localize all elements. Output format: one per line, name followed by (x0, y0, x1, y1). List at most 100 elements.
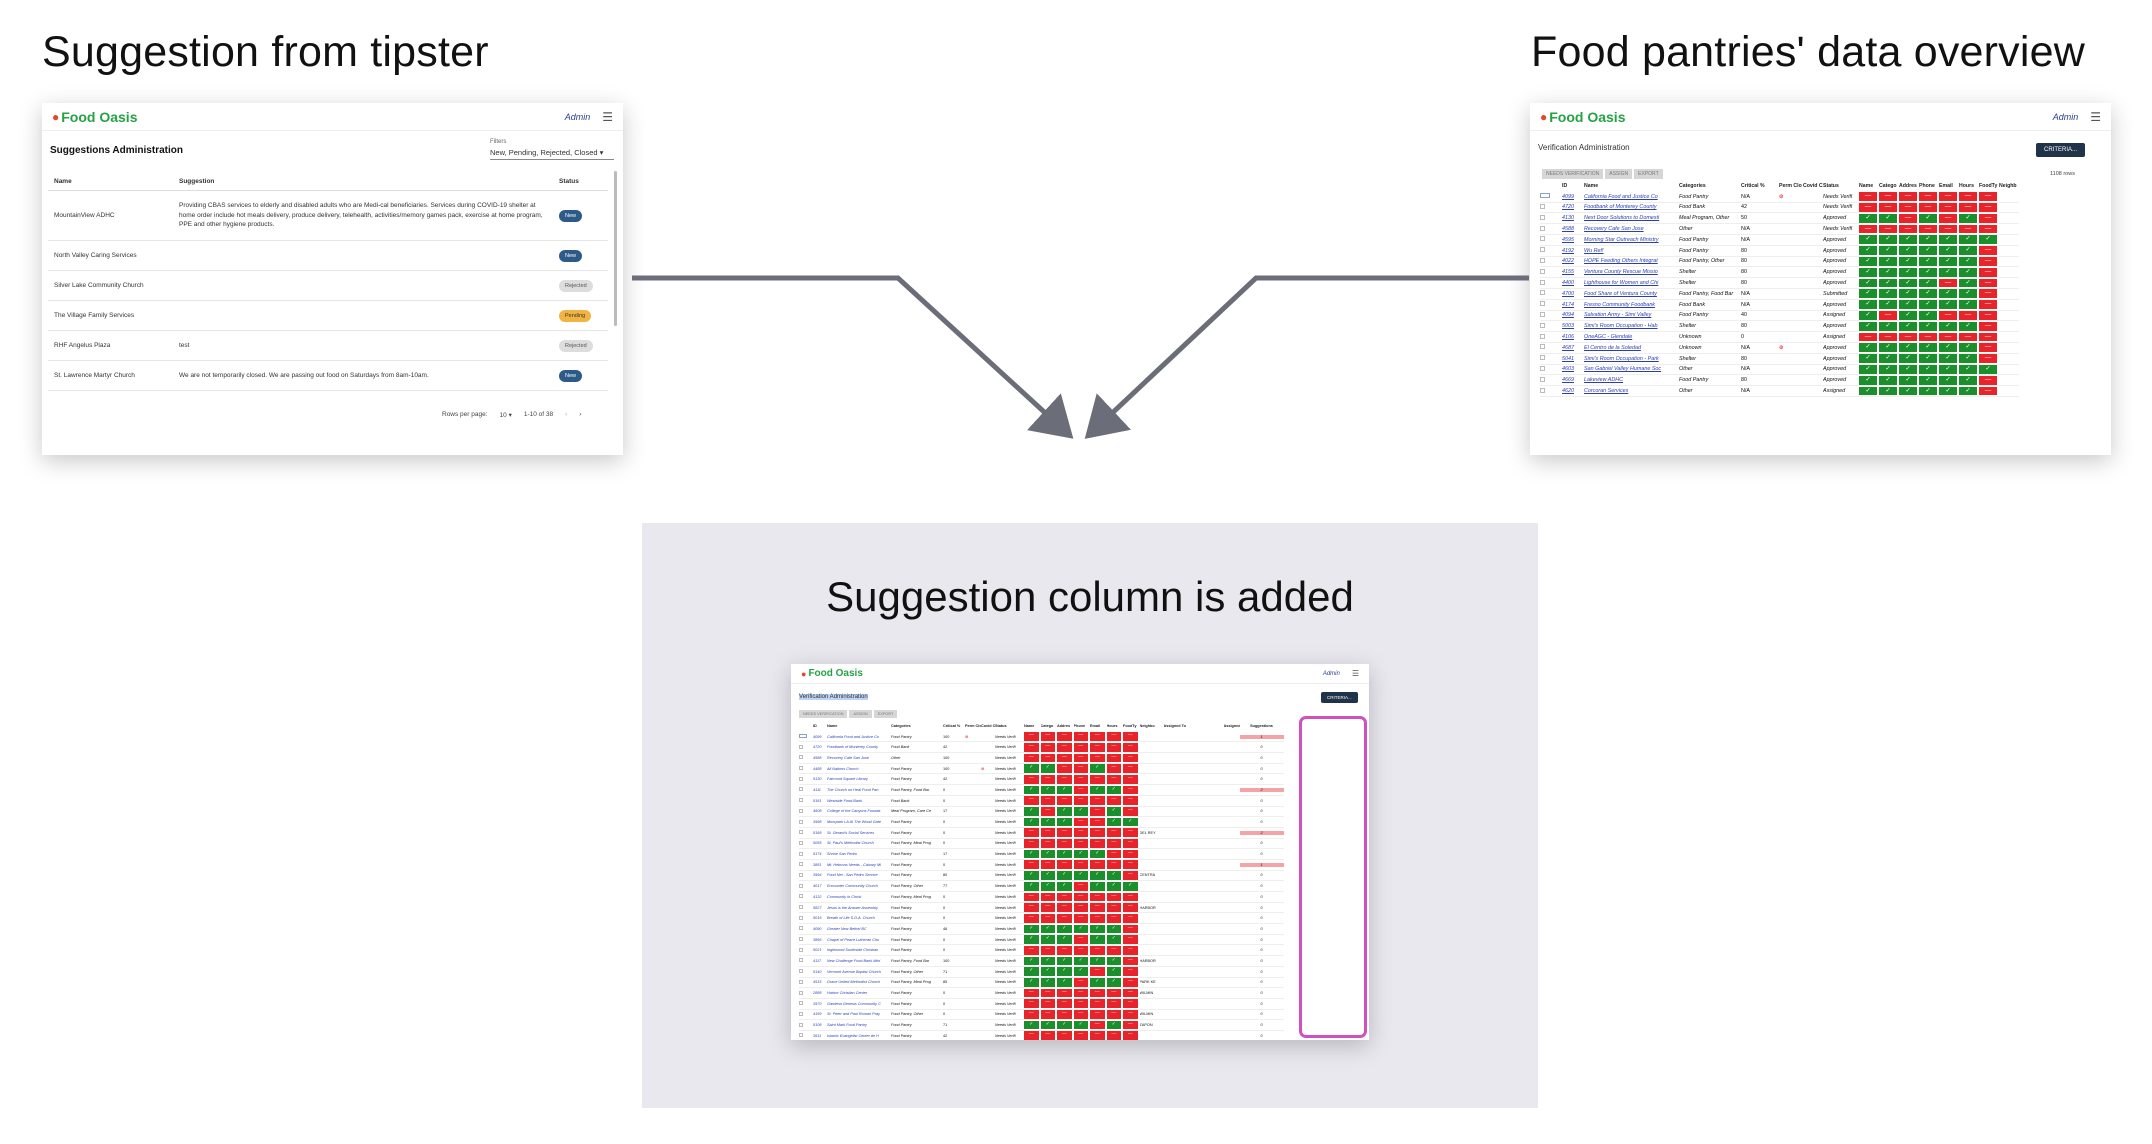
row-name[interactable]: The Church on Heal Food Pan (827, 787, 879, 792)
row-name[interactable]: Wu Ref! (1584, 247, 1604, 254)
row-checkbox[interactable] (799, 798, 803, 803)
filters-select[interactable]: New, Pending, Rejected, Closed ▾ (490, 148, 614, 160)
row-name[interactable]: Chapel of Peace Lutheran Chu (827, 937, 880, 942)
row-name[interactable]: California Food and Justice Co (827, 734, 879, 739)
row-checkbox[interactable] (1540, 311, 1545, 317)
row-name[interactable]: St. Peter and Paul Roman Pray (827, 1012, 880, 1017)
row-checkbox[interactable] (1540, 247, 1545, 253)
row-name[interactable]: Greater New Bethel BC (827, 926, 867, 931)
row-name[interactable]: Encounter Community Church (827, 884, 878, 889)
tab-export[interactable]: EXPORT (873, 710, 898, 718)
row-id[interactable]: 4094 (1562, 312, 1574, 319)
app-logo[interactable]: ● Food Oasis (52, 109, 137, 125)
row-id[interactable]: 3866 (813, 937, 822, 942)
row-checkbox[interactable] (799, 766, 803, 771)
status-badge[interactable]: New (559, 369, 583, 382)
column-header[interactable]: Status (995, 724, 1007, 729)
row-name[interactable]: Morning Star Outreach Ministry (1584, 236, 1659, 243)
status-badge[interactable]: New (559, 249, 583, 262)
row-id[interactable]: 5055 (813, 841, 822, 846)
row-name[interactable]: Vermont Avenue Baptist Church (827, 969, 881, 974)
row-checkbox[interactable] (799, 851, 803, 856)
row-checkbox[interactable] (1540, 279, 1545, 285)
row-name[interactable]: Community in Christ (827, 894, 862, 899)
row-name[interactable]: OneAGC - Glendale (1584, 334, 1633, 341)
row-name[interactable]: Fresno Community Foodbank (1584, 301, 1656, 308)
app-logo[interactable]: ● Food Oasis (801, 668, 863, 679)
column-header[interactable]: Covid Clo (1803, 183, 1823, 190)
row-id[interactable]: 4130 (1562, 215, 1574, 222)
column-header[interactable]: Catego (1879, 183, 1897, 190)
row-name[interactable]: Next Door Solutions to Domesti (1584, 215, 1660, 222)
row-name[interactable]: Mt. Hebrons Needs - Calvary Mi (827, 862, 882, 867)
column-header[interactable]: Phone (1919, 183, 1935, 190)
row-id[interactable]: 4720 (1562, 204, 1574, 211)
row-checkbox[interactable] (1540, 290, 1545, 296)
column-header[interactable]: Email (1090, 724, 1101, 729)
column-header[interactable]: Catego (1040, 724, 1054, 729)
row-checkbox[interactable] (799, 905, 803, 910)
row-checkbox[interactable] (799, 990, 803, 995)
column-header[interactable]: Categories (1679, 183, 1706, 190)
row-checkbox[interactable] (1540, 301, 1545, 307)
row-name[interactable]: Saint Mark Food Pantry (827, 1023, 867, 1028)
row-name[interactable]: Moorpark LA At The Wood Gate (827, 820, 881, 825)
row-name[interactable]: Foodbank of Monterey County (827, 745, 879, 750)
row-checkbox[interactable] (799, 862, 803, 867)
row-id[interactable]: 5174 (813, 852, 822, 857)
row-checkbox[interactable] (799, 915, 803, 920)
row-name[interactable]: Recovery Cafe San Jose (1584, 226, 1644, 233)
row-id[interactable]: 4595 (1562, 236, 1574, 243)
hamburger-icon[interactable]: ☰ (2090, 109, 2101, 124)
row-name[interactable]: Foodbank of Monterey County (1584, 204, 1657, 211)
row-id[interactable]: 4099 (1562, 193, 1574, 200)
row-id[interactable]: 3994 (813, 873, 822, 878)
column-header[interactable]: ID (1562, 183, 1568, 190)
row-id[interactable]: 5021 (813, 948, 822, 953)
row-id[interactable]: 4090 (813, 926, 822, 931)
row-name[interactable]: St. Paul's Methodist Church (827, 841, 874, 846)
column-header[interactable]: FoodTy (1123, 724, 1137, 729)
row-checkbox[interactable] (1540, 225, 1545, 231)
admin-link[interactable]: Admin (2052, 111, 2079, 122)
row-id[interactable]: 4132 (813, 894, 822, 899)
row-id[interactable]: 4192 (1562, 247, 1574, 254)
row-checkbox[interactable] (1540, 203, 1545, 209)
row-id[interactable]: 4669 (1562, 377, 1574, 384)
column-header-suggestion[interactable]: Suggestion (179, 177, 215, 185)
column-header[interactable]: Assigned (1223, 724, 1240, 729)
row-name[interactable]: Simi's Room Occupation - Hab (1584, 323, 1658, 330)
column-header[interactable]: Name (1024, 724, 1035, 729)
column-header[interactable]: Addres (1899, 183, 1917, 190)
row-name[interactable]: California Food and Justice Co (1584, 193, 1658, 200)
admin-link[interactable]: Admin (564, 111, 591, 122)
row-id[interactable]: 4106 (1562, 334, 1574, 341)
row-checkbox[interactable] (1540, 214, 1545, 220)
row-checkbox[interactable] (799, 776, 803, 781)
row-name[interactable]: Islamic Evangelist Center de H (827, 1033, 879, 1038)
column-header[interactable]: Perm Clo (1779, 183, 1802, 190)
tab-needs-verification[interactable]: NEEDS VERIFICATION (799, 710, 848, 718)
column-header[interactable]: ID (813, 724, 817, 729)
row-id[interactable]: 4603 (1562, 366, 1574, 373)
chevron-right-icon[interactable]: › (579, 411, 582, 418)
row-id[interactable]: 5015 (813, 916, 822, 921)
